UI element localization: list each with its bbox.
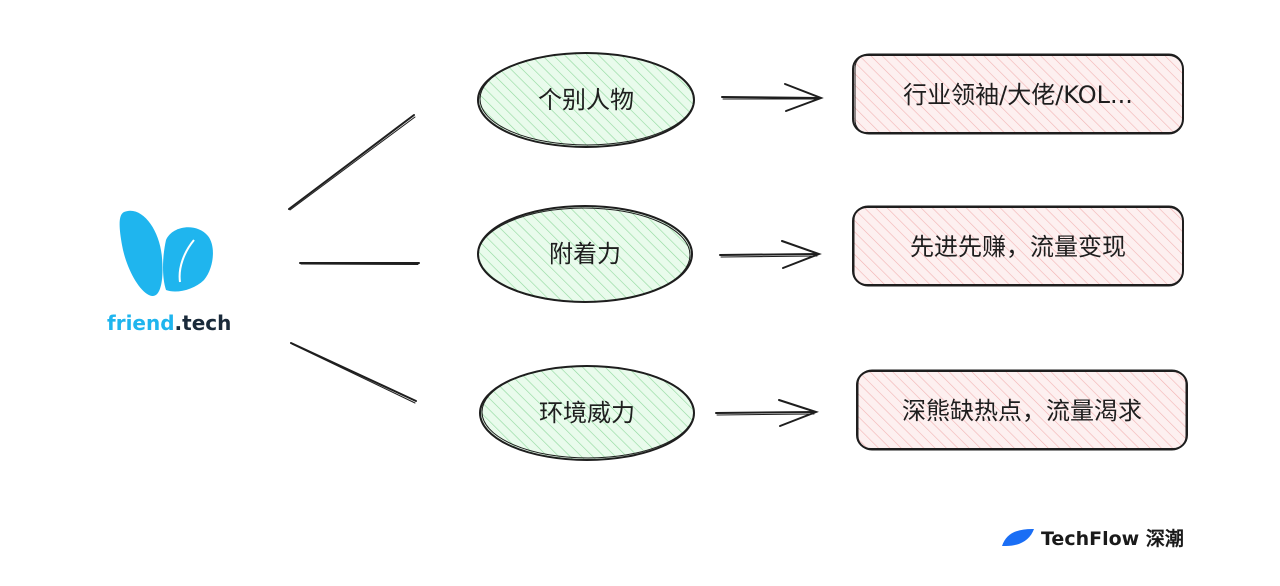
factor-label-3: 环境威力 xyxy=(539,399,635,427)
connector-line-bottom-2 xyxy=(291,343,416,404)
techflow-brand-text: TechFlow 深潮 xyxy=(1041,527,1184,550)
result-box-1: 行业领袖/大佬/KOL... xyxy=(852,53,1184,135)
techflow-logo-icon xyxy=(1002,529,1034,546)
arrow-1 xyxy=(721,83,824,112)
factor-label-2: 附着力 xyxy=(549,240,621,268)
friend-tech-logo-icon xyxy=(119,210,213,297)
logo-connectors xyxy=(288,114,420,404)
factor-ellipse-3: 环境威力 xyxy=(479,365,695,461)
techflow-watermark: TechFlow 深潮 xyxy=(1002,527,1184,550)
factor-row-1: 个别人物 行业领袖/大佬/KOL... xyxy=(477,52,1184,148)
result-text-1: 行业领袖/大佬/KOL... xyxy=(903,81,1133,109)
logo-brand-part1: friend xyxy=(107,311,175,335)
factor-ellipse-2: 附着力 xyxy=(477,205,693,303)
result-box-2: 先进先赚，流量变现 xyxy=(852,205,1184,287)
factor-row-3: 环境威力 深熊缺热点，流量渴求 xyxy=(479,365,1188,461)
result-box-3: 深熊缺热点，流量渴求 xyxy=(856,369,1188,451)
connector-line-top-2 xyxy=(289,116,416,211)
logo-brand-part2: .tech xyxy=(175,311,232,335)
connector-line-bottom xyxy=(290,342,417,402)
svg-text:friend.tech: friend.tech xyxy=(107,311,231,335)
arrow-2 xyxy=(719,240,822,269)
connector-line-middle-2 xyxy=(300,263,419,265)
factor-ellipse-1: 个别人物 xyxy=(477,52,695,148)
result-text-3: 深熊缺热点，流量渴求 xyxy=(902,397,1142,425)
factor-label-1: 个别人物 xyxy=(538,86,634,114)
connector-line-top xyxy=(288,114,415,210)
factor-row-2: 附着力 先进先赚，流量变现 xyxy=(477,205,1184,303)
result-text-2: 先进先赚，流量变现 xyxy=(910,233,1126,261)
friend-tech-logo: friend.tech xyxy=(107,210,231,335)
arrow-3 xyxy=(715,399,819,427)
